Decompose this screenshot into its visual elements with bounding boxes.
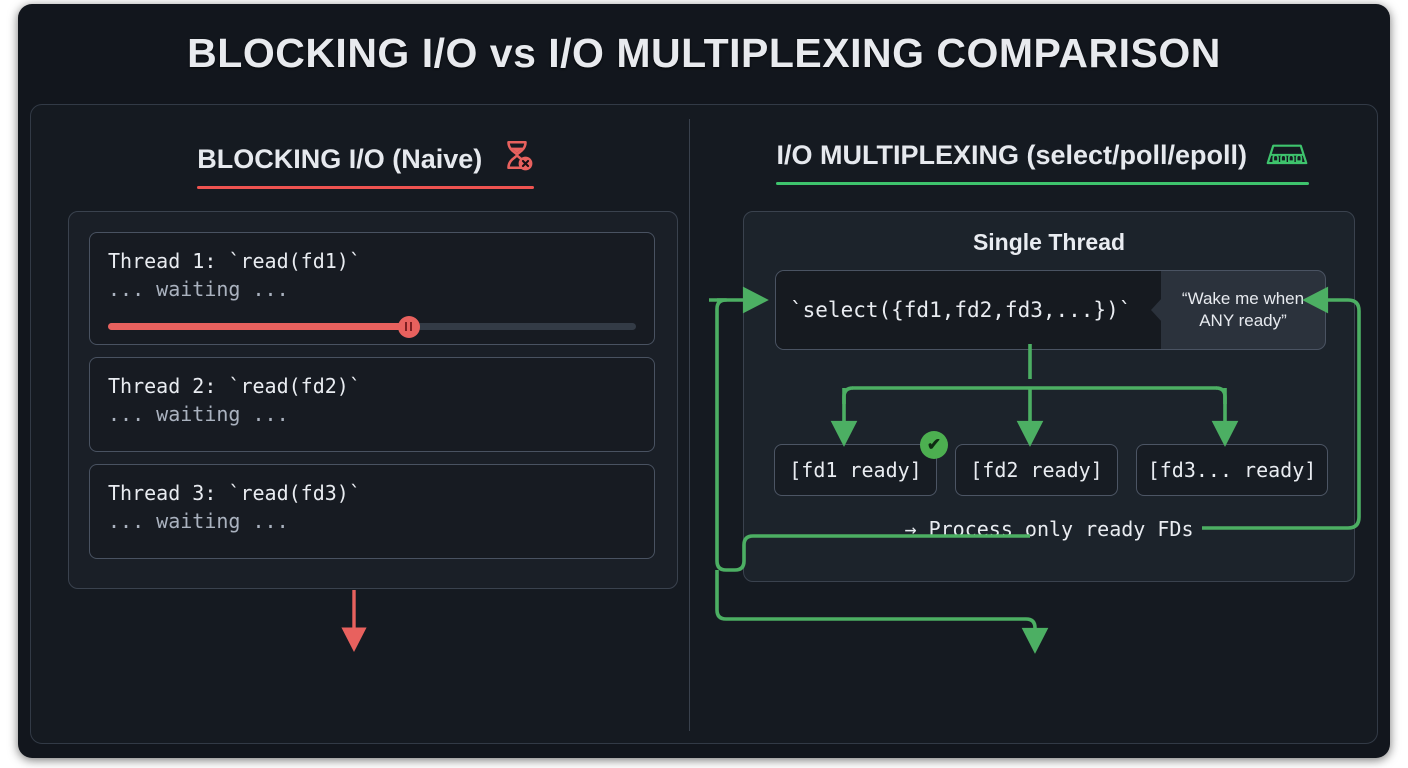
select-call-row: `select({fd1,fd2,fd3,...})` “Wake me whe…: [775, 270, 1326, 350]
single-thread-container: Single Thread `select({fd1,fd2,fd3,...})…: [743, 211, 1355, 582]
thread-card: Thread 1: `read(fd1)` ... waiting ...: [89, 232, 655, 345]
wake-callout-line2: ANY ready”: [1199, 311, 1287, 330]
blocking-io-heading: BLOCKING I/O (Naive): [30, 138, 701, 189]
power-strip-icon: [1265, 138, 1309, 175]
thread-card: Thread 3: `read(fd3)` ... waiting ...: [89, 464, 655, 559]
io-multiplexing-heading: I/O MULTIPLEXING (select/poll/epoll): [707, 138, 1378, 185]
thread-status-label: ... waiting ...: [108, 509, 289, 533]
io-multiplexing-heading-underline: [776, 182, 1309, 185]
fd-ready-box: [fd2 ready]: [955, 444, 1118, 496]
fd-ready-label: [fd3... ready]: [1147, 458, 1317, 482]
page-title: BLOCKING I/O vs I/O MULTIPLEXING COMPARI…: [187, 30, 1221, 76]
diagram-card: BLOCKING I/O vs I/O MULTIPLEXING COMPARI…: [18, 4, 1390, 758]
thread-card: Thread 2: `read(fd2)` ... waiting ...: [89, 357, 655, 452]
io-multiplexing-footer: = 1 thread, handles thousands of FDs = S…: [739, 657, 1377, 758]
fd-ready-box: [fd1 ready]: [774, 444, 937, 496]
hourglass-error-icon: [500, 138, 534, 179]
thread-progress-bar[interactable]: [108, 315, 636, 338]
fd-ready-label: [fd1 ready]: [789, 458, 922, 482]
select-code-label: `select({fd1,fd2,fd3,...})`: [776, 271, 1162, 349]
column-divider: [689, 119, 690, 731]
footer-line: = 3 threads, mostly sleeping: [68, 737, 694, 758]
single-thread-title: Single Thread: [972, 229, 1126, 255]
fd-ready-label: [fd2 ready]: [970, 458, 1103, 482]
process-ready-fds-label: → Process only ready FDs: [904, 517, 1194, 541]
io-multiplexing-heading-label: I/O MULTIPLEXING (select/poll/epoll): [776, 140, 1248, 170]
threads-container: Thread 1: `read(fd1)` ... waiting ... Th…: [68, 211, 678, 589]
blocking-io-heading-label: BLOCKING I/O (Naive): [197, 144, 483, 174]
select-code-text: `select({fd1,fd2,fd3,...})`: [790, 298, 1132, 322]
blocking-io-column: BLOCKING I/O (Naive) Thread 1: `read(: [30, 104, 701, 744]
speech-notch-icon: [1151, 298, 1162, 322]
blocking-io-heading-underline: [197, 186, 534, 189]
footer-line: = 1 thread, handles thousands of FDs: [739, 737, 1377, 758]
thread-call-label: Thread 1: `read(fd1)`: [108, 249, 361, 273]
pause-icon[interactable]: [397, 315, 420, 338]
wake-callout: “Wake me when ANY ready”: [1161, 271, 1325, 349]
thread-status-label: ... waiting ...: [108, 277, 289, 301]
fd-ready-box: [fd3... ready]: [1136, 444, 1328, 496]
thread-call-label: Thread 2: `read(fd2)`: [108, 374, 361, 398]
io-multiplexing-column: I/O MULTIPLEXING (select/poll/epoll): [707, 104, 1378, 744]
blocking-io-footer: = 3 threads, mostly sleeping = Memory ov…: [68, 657, 694, 758]
thread-call-label: Thread 3: `read(fd3)`: [108, 481, 361, 505]
thread-status-label: ... waiting ...: [108, 402, 289, 426]
check-icon: ✔: [920, 431, 948, 459]
thread-progress-fill: [108, 323, 409, 330]
wake-callout-line1: “Wake me when: [1181, 289, 1305, 308]
